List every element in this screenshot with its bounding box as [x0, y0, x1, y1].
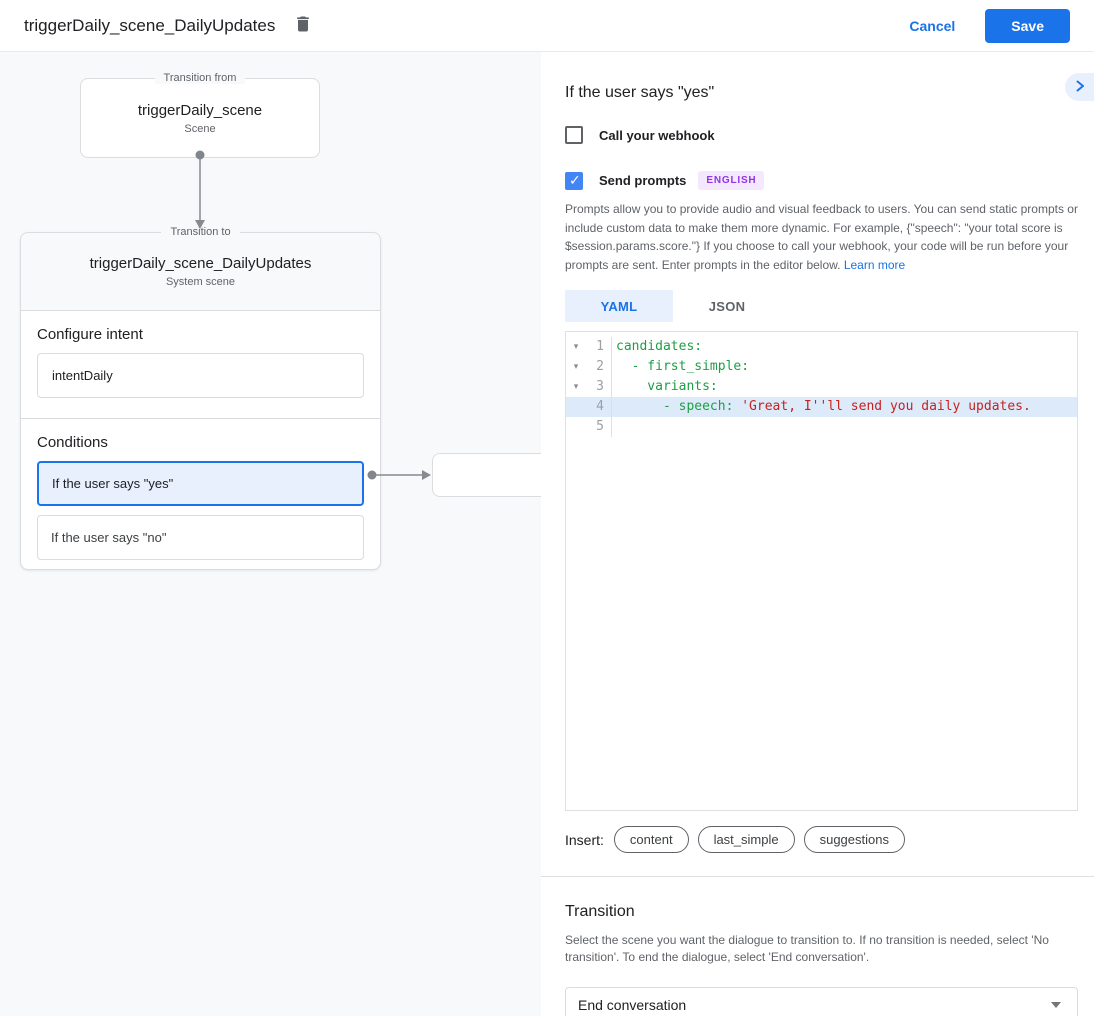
delete-scene-button[interactable]	[293, 14, 313, 37]
code-line[interactable]: ▾ 2 - first_simple:	[566, 357, 1077, 378]
from-scene-type: Scene	[184, 122, 216, 135]
line-number: 4	[586, 397, 612, 418]
dropdown-caret-icon	[1051, 1001, 1061, 1008]
code-line[interactable]: 4 - speech: 'Great, I''ll send you daily…	[566, 397, 1077, 418]
chevron-right-icon	[1075, 80, 1085, 95]
condition-item-yes[interactable]: If the user says "yes"	[37, 461, 364, 506]
configure-intent-label: Configure intent	[37, 326, 143, 343]
collapse-panel-button[interactable]	[1065, 73, 1094, 101]
fold-toggle-icon[interactable]: ▾	[573, 382, 579, 393]
code-line[interactable]: 5	[566, 417, 1077, 438]
webhook-checkbox[interactable]	[565, 126, 583, 144]
condition-editor-panel: If the user says "yes" Call your webhook…	[541, 52, 1094, 1016]
conditions-label: Conditions	[37, 434, 108, 451]
panel-title: If the user says "yes"	[565, 84, 715, 101]
code-text: candidates:	[616, 339, 703, 355]
insert-chip-content[interactable]: content	[613, 826, 689, 854]
cancel-button[interactable]: Cancel	[909, 17, 956, 34]
code-text	[612, 417, 1077, 437]
editor-format-tabs: YAML JSON	[565, 290, 1078, 323]
tab-yaml[interactable]: YAML	[565, 290, 673, 323]
page-title: triggerDaily_scene_DailyUpdates	[24, 15, 276, 35]
transition-from-legend: Transition from	[81, 72, 319, 84]
insert-chip-last-simple[interactable]: last_simple	[697, 826, 795, 854]
transition-to-card: Transition to triggerDaily_scene_DailyUp…	[20, 226, 381, 570]
card-divider	[21, 418, 380, 419]
fold-gutter	[566, 397, 586, 417]
transition-from-node[interactable]: Transition from triggerDaily_scene Scene	[80, 72, 320, 158]
arrow-head-down	[195, 220, 205, 229]
transition-section-title: Transition	[565, 903, 635, 921]
from-scene-title: triggerDaily_scene	[137, 101, 263, 119]
code-line[interactable]: ▾ 3 variants:	[566, 377, 1077, 398]
trash-icon	[293, 14, 313, 37]
save-button[interactable]: Save	[985, 8, 1070, 43]
send-prompts-row: Send prompts ENGLISH	[565, 171, 1078, 190]
fold-gutter	[566, 417, 586, 437]
webhook-row: Call your webhook	[565, 126, 1078, 144]
tab-json[interactable]: JSON	[673, 290, 781, 322]
code-text: - speech: 'Great, I''ll send you daily u…	[616, 399, 1031, 415]
to-scene-type: System scene	[165, 276, 236, 288]
transition-description: Select the scene you want the dialogue t…	[565, 933, 1049, 965]
line-number: 2	[586, 357, 612, 378]
to-scene-header[interactable]: triggerDaily_scene_DailyUpdates System s…	[21, 233, 380, 311]
to-scene-body: Configure intent intentDaily Conditions …	[21, 326, 380, 560]
send-prompts-checkbox[interactable]	[565, 171, 583, 190]
prompts-description: Prompts allow you to provide audio and v…	[565, 200, 1078, 274]
transition-select[interactable]: End conversation	[565, 986, 1078, 1016]
insert-row: Insert: content last_simple suggestions	[565, 826, 1078, 854]
condition-item-no[interactable]: If the user says "no"	[37, 515, 364, 560]
line-number: 3	[586, 377, 612, 398]
line-number: 5	[586, 417, 612, 438]
intent-item[interactable]: intentDaily	[37, 353, 364, 398]
fold-toggle-icon[interactable]: ▾	[573, 342, 579, 353]
language-badge: ENGLISH	[698, 171, 765, 190]
to-scene-title: triggerDaily_scene_DailyUpdates	[89, 255, 312, 272]
line-number: 1	[586, 337, 612, 358]
send-prompts-checkbox-label[interactable]: Send prompts	[599, 173, 687, 188]
main-layout: Transition from triggerDaily_scene Scene…	[0, 52, 1094, 1016]
insert-chip-suggestions[interactable]: suggestions	[803, 826, 905, 854]
scene-diagram-canvas: Transition from triggerDaily_scene Scene…	[0, 52, 541, 1016]
transition-select-value: End conversation	[578, 996, 687, 1013]
code-text: - first_simple:	[616, 359, 750, 375]
insert-label: Insert:	[565, 831, 604, 848]
code-text: variants:	[616, 379, 718, 395]
prompts-description-text: Prompts allow you to provide audio and v…	[565, 202, 1078, 272]
arrow-head-right	[422, 470, 431, 480]
panel-divider	[541, 876, 1094, 878]
fold-toggle-icon[interactable]: ▾	[573, 362, 579, 373]
top-bar: triggerDaily_scene_DailyUpdates Cancel S…	[0, 0, 1094, 52]
condition-target-node[interactable]	[432, 453, 541, 497]
learn-more-link[interactable]: Learn more	[843, 257, 906, 272]
webhook-checkbox-label[interactable]: Call your webhook	[599, 127, 715, 143]
